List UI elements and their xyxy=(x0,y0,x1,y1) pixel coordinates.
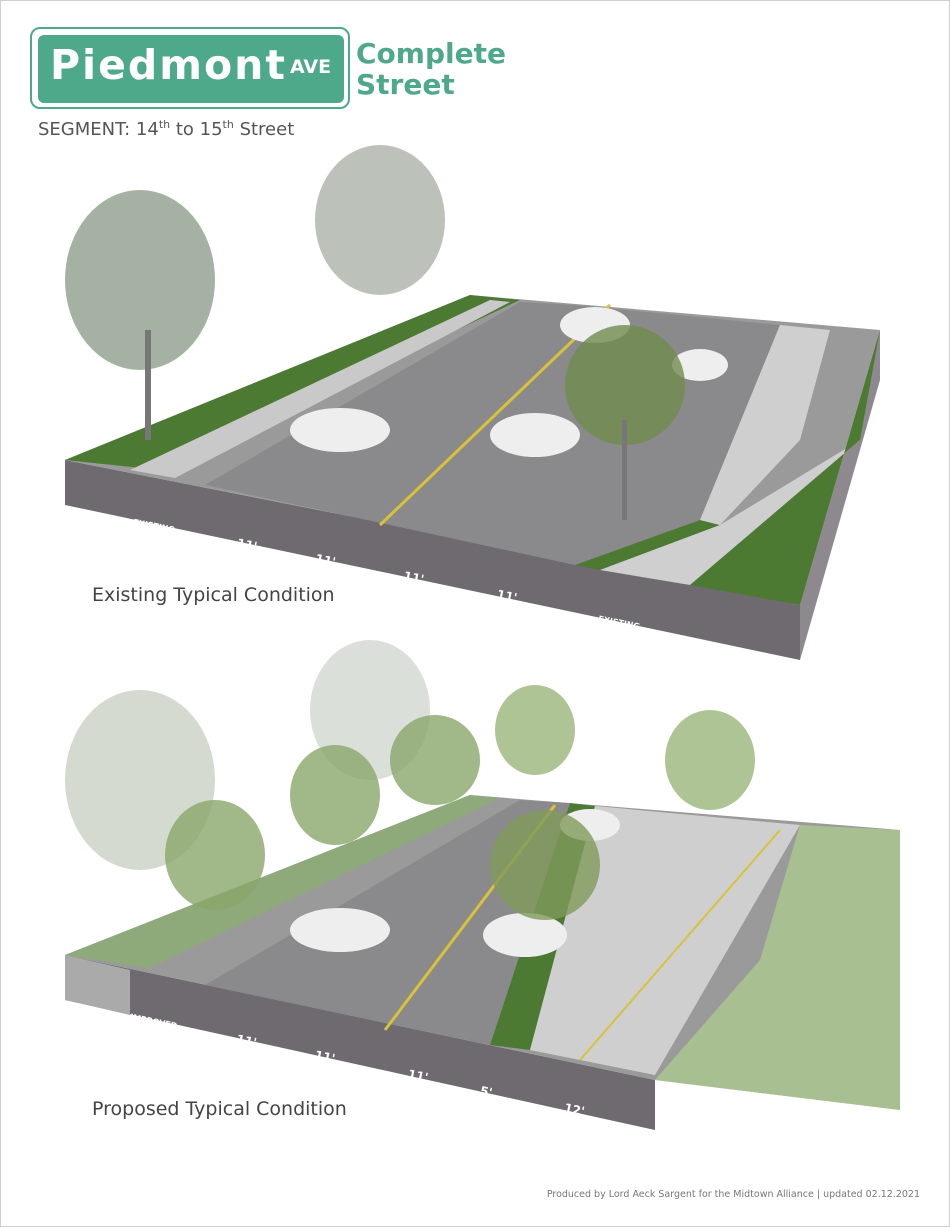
segment-label: SEGMENT: 14th to 15th Street xyxy=(38,118,295,140)
svg-text:BUFFER: BUFFER xyxy=(465,1099,501,1115)
svg-text:SB: SB xyxy=(316,1064,329,1075)
svg-text:5': 5' xyxy=(479,1084,494,1100)
existing-condition-title: Existing Typical Condition xyxy=(92,584,335,606)
svg-text:SB: SB xyxy=(316,568,329,579)
proposed-condition-title: Proposed Typical Condition xyxy=(92,1098,347,1120)
svg-text:NB: NB xyxy=(408,1083,422,1094)
sign-name: Piedmont xyxy=(50,41,287,89)
svg-text:11': 11' xyxy=(314,551,337,569)
svg-text:SB: SB xyxy=(237,1049,250,1060)
svg-text:11': 11' xyxy=(402,569,425,587)
svg-text:11': 11' xyxy=(496,587,519,605)
sign-suffix: AVE xyxy=(290,56,332,78)
svg-text:SB: SB xyxy=(238,552,251,563)
svg-text:12': 12' xyxy=(563,1101,586,1119)
svg-text:11': 11' xyxy=(314,1048,337,1066)
svg-text:NB: NB xyxy=(404,585,418,596)
subtitle-line2: Street xyxy=(356,68,455,101)
existing-section-illustration xyxy=(65,145,880,660)
subtitle-line1: Complete xyxy=(356,37,506,70)
footer-credit: Produced by Lord Aeck Sargent for the Mi… xyxy=(546,1189,920,1200)
proposed-section-illustration xyxy=(65,640,900,1130)
svg-text:11': 11' xyxy=(407,1067,430,1085)
svg-text:11': 11' xyxy=(236,536,259,554)
subtitle: Complete Street xyxy=(356,38,506,100)
svg-text:NB: NB xyxy=(497,604,511,615)
svg-text:11': 11' xyxy=(235,1032,258,1050)
